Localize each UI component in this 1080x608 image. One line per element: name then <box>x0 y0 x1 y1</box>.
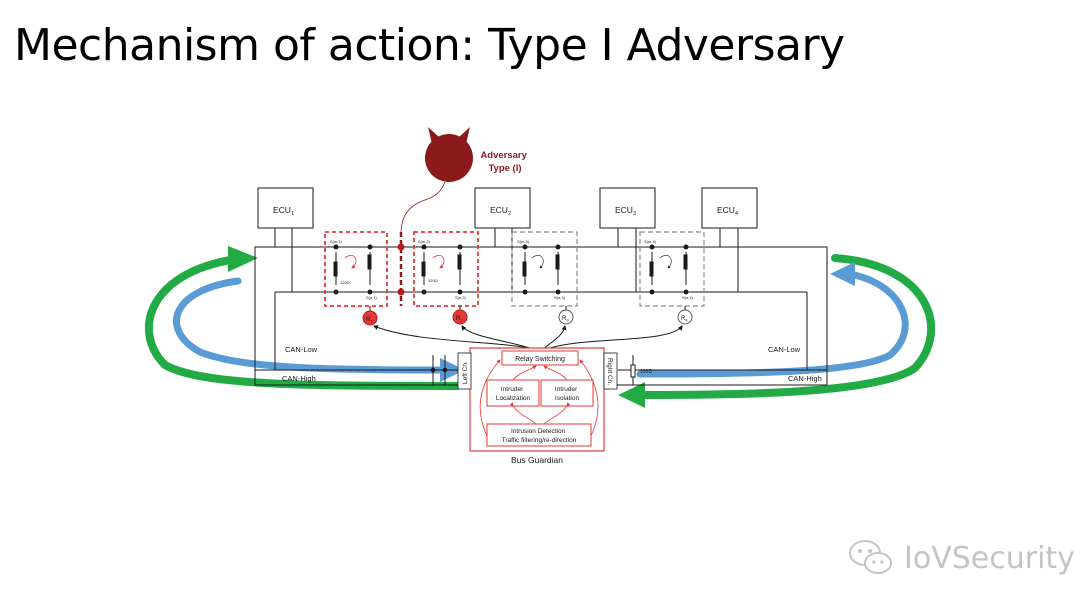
svg-text:S(m,4): S(m,4) <box>644 239 657 244</box>
can-low-right-label: CAN-Low <box>768 345 801 354</box>
ecu-2: ECU2 <box>474 187 531 292</box>
intruder-localization-label: Intruder Localization <box>496 386 531 402</box>
bus-guardian: Left Ch. Right Ch. Relay Switching Intru… <box>457 347 618 452</box>
svg-text:R1: R1 <box>366 317 373 324</box>
svg-text:ECU2: ECU2 <box>490 205 511 217</box>
svg-text:120Ω: 120Ω <box>340 280 350 285</box>
blue-loop-arrow <box>173 262 909 382</box>
switch-module-2: S(m,2) S(n,2) 120Ω <box>413 231 479 307</box>
switch-module-1: S(m,1) S(n,1) 120Ω <box>324 231 388 307</box>
svg-text:S(n,4): S(n,4) <box>682 295 694 300</box>
can-high-right-label: CAN-High <box>788 374 822 383</box>
relay-r3: R3 <box>558 306 574 325</box>
svg-text:S(m,1): S(m,1) <box>330 239 343 244</box>
watermark: IoVSecurity <box>848 536 1075 580</box>
can-low-left-label: CAN-Low <box>285 345 318 354</box>
svg-text:S(n,1): S(n,1) <box>366 295 378 300</box>
intruder-isolation-label: Intruder Isolation <box>555 386 580 402</box>
svg-text:S(m,3): S(m,3) <box>517 239 530 244</box>
switch-module-3: S(m,3) S(n,3) <box>511 231 578 307</box>
adversary-devil-icon <box>425 127 473 182</box>
svg-text:R3: R3 <box>562 316 569 323</box>
relay-r4: R4 <box>677 306 693 325</box>
ecu-1: ECU1 <box>257 187 314 292</box>
svg-text:120Ω: 120Ω <box>428 278 438 283</box>
watermark-text: IoVSecurity <box>904 540 1075 576</box>
svg-text:ECU1: ECU1 <box>273 205 294 217</box>
right-channel-label: Right Ch. <box>606 358 613 385</box>
relay-switching-label: Relay Switching <box>515 356 565 363</box>
relay-r1: R1 <box>362 306 378 326</box>
svg-text:S(n,2): S(n,2) <box>455 295 467 300</box>
svg-text:ECU3: ECU3 <box>615 205 636 217</box>
guardian-bus-connections <box>430 355 636 385</box>
svg-text:S(n,3): S(n,3) <box>554 295 566 300</box>
guardian-resistor-label: 120Ω <box>640 369 652 375</box>
bus-guardian-title: Bus Guardian <box>511 455 563 465</box>
left-channel-label: Left Ch. <box>462 361 469 384</box>
wechat-icon <box>849 540 892 574</box>
slide-title: Mechanism of action: Type I Adversary <box>14 20 845 71</box>
svg-text:ECU4: ECU4 <box>717 205 738 217</box>
adversary-label: Adversary Type (I) <box>480 150 529 174</box>
svg-text:R4: R4 <box>681 316 688 323</box>
svg-text:R2: R2 <box>456 316 463 323</box>
intrusion-detection-label: Intrusion Detection Traffic filtering/re… <box>502 428 577 444</box>
ecu-4: ECU4 <box>701 187 758 292</box>
can-high-left-label: CAN-High <box>282 374 316 383</box>
relay-r2: R2 <box>452 306 468 325</box>
adversary-tap <box>397 181 446 306</box>
switch-module-4: S(m,4) S(n,4) <box>639 231 705 307</box>
ecu-3: ECU3 <box>599 187 656 292</box>
svg-text:S(m,2): S(m,2) <box>418 239 431 244</box>
